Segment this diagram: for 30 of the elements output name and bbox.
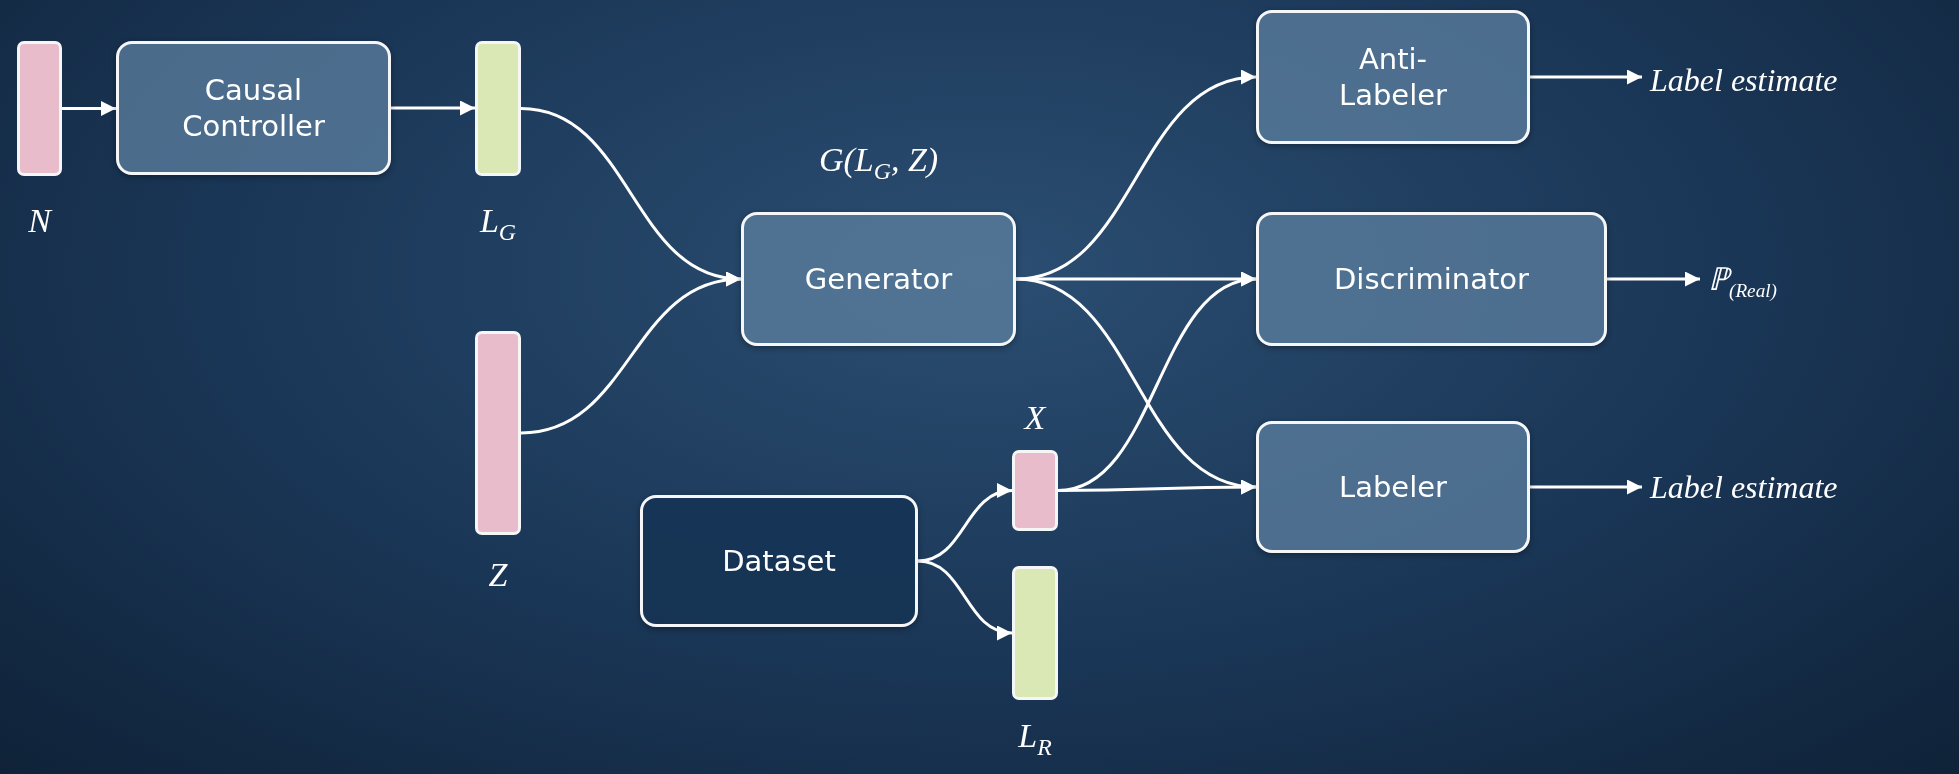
- output-label: ℙ$_{(Real)}$: [1708, 259, 1777, 303]
- process-box: [1256, 10, 1530, 144]
- box-label: Anti-Labeler: [1338, 40, 1448, 114]
- arrow: [391, 100, 475, 116]
- box-label: Dataset: [721, 542, 837, 580]
- arrow: [917, 559, 1013, 639]
- arrow: [1530, 479, 1642, 495]
- arrow: [1058, 479, 1256, 495]
- output-label: Label estimate: [1650, 468, 1838, 506]
- arrow: [1015, 71, 1257, 281]
- arrow: [520, 273, 742, 435]
- process-box: [1256, 421, 1530, 553]
- process-box: [1256, 212, 1607, 346]
- arrow: [1530, 69, 1642, 85]
- math-label: L$_{R}$: [1018, 719, 1052, 760]
- box-label: Causal Controller: [181, 71, 326, 145]
- math-label: Z: [488, 558, 508, 592]
- box-label: Labeler: [1338, 468, 1448, 506]
- process-box: [640, 495, 918, 627]
- math-label: G(L$_{G}$, Z): [818, 143, 939, 184]
- box-label: Generator: [803, 260, 954, 298]
- math-label: N: [28, 204, 51, 238]
- box-label: Discriminator: [1333, 260, 1530, 298]
- math-label: L$_{G}$: [479, 204, 517, 245]
- arrow: [1607, 271, 1700, 287]
- math-label: X: [1024, 401, 1046, 435]
- process-box: [116, 41, 391, 175]
- output-label: Label estimate: [1650, 61, 1838, 99]
- arrow: [62, 101, 116, 116]
- arrow: [917, 484, 1013, 563]
